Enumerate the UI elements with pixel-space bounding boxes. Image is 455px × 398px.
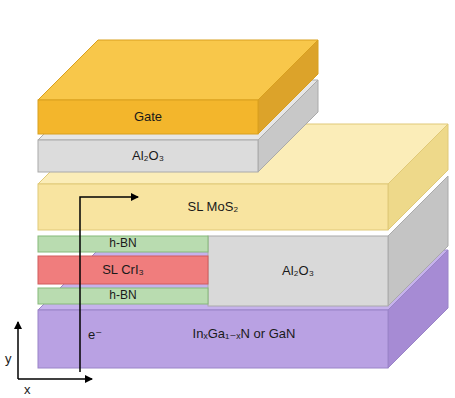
y-axis-arrow: [17, 322, 19, 379]
oxide-layer: Al₂O₃: [38, 140, 258, 172]
cri3-layer: SL CrI₃: [38, 256, 208, 284]
hbn-layer: h-BN: [38, 288, 208, 304]
layer-label: Al₂O₃: [132, 149, 164, 163]
x-axis-arrow: [18, 378, 92, 380]
layer-label: InₓGa₁₋ₓN or GaN: [193, 327, 296, 341]
substrate-layer: InₓGa₁₋ₓN or GaN: [100, 314, 388, 354]
cri3-layer: [38, 256, 208, 284]
layer-label: SL MoS₂: [188, 200, 239, 214]
layer-label: Gate: [134, 110, 162, 124]
electron-path-arrow: [80, 197, 138, 372]
electron-label: e⁻: [88, 328, 102, 342]
mos2-layer: SL MoS₂: [38, 184, 388, 230]
hbn-layer: [38, 236, 208, 252]
hbn-layer: [38, 288, 208, 304]
oxide-layer: Al₂O₃: [208, 236, 388, 306]
axis-label: x: [24, 383, 31, 397]
gate-slab: [38, 40, 318, 134]
mos2-slab: [38, 124, 448, 230]
layer-label: Al₂O₃: [282, 264, 314, 278]
axis-label: y: [5, 352, 12, 366]
gate-layer: Gate: [38, 100, 258, 134]
hbn-layer: h-BN: [38, 236, 208, 252]
layer-label: h-BN: [109, 237, 136, 250]
layer-label: h-BN: [109, 289, 136, 302]
layer-label: SL CrI₃: [102, 263, 144, 277]
